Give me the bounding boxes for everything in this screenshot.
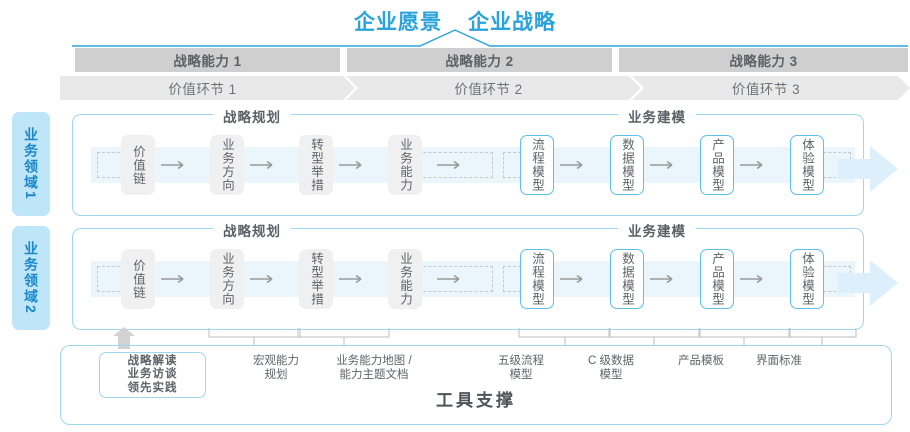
domain-row-2: 战略规划 业务建模 价值链 业务方向 转型举措 业务能力 流程模型 数据模型 产… <box>72 220 864 330</box>
arrow-icon <box>650 160 673 170</box>
arrow-icon <box>339 274 362 284</box>
arrow-icon <box>650 274 673 284</box>
node-planning-4[interactable]: 业务能力 <box>388 249 422 309</box>
node-planning-1[interactable]: 价值链 <box>121 135 155 195</box>
arrow-icon <box>560 160 583 170</box>
value-chain-bar-3: 价值环节 3 <box>632 76 910 100</box>
node-modeling-1[interactable]: 流程模型 <box>520 135 554 195</box>
segment-label-modeling-1: 业务建模 <box>618 106 696 125</box>
arrow-icon <box>161 160 184 170</box>
tool-chip-strategy[interactable]: 战略解读 业务访谈 领先实践 <box>99 352 206 398</box>
tool-support-panel: 工具支撑 战略解读 业务访谈 领先实践 宏观能力 规划 业务能力地图 / 能力主… <box>60 345 892 425</box>
tool-label-1: 宏观能力 规划 <box>253 355 299 381</box>
node-modeling-3[interactable]: 产品模型 <box>700 249 734 309</box>
node-planning-3[interactable]: 转型举措 <box>299 249 333 309</box>
peak-line-icon <box>72 29 908 47</box>
node-planning-1[interactable]: 价值链 <box>121 249 155 309</box>
arrow-icon <box>740 160 763 170</box>
segment-label-modeling-2: 业务建模 <box>618 220 696 239</box>
node-planning-3[interactable]: 转型举措 <box>299 135 333 195</box>
node-modeling-4[interactable]: 体验模型 <box>790 135 824 195</box>
domain-row-1: 战略规划 业务建模 价值链 业务方向 转型举措 业务能力 流程模型 数据模型 产… <box>72 106 864 216</box>
capability-bar-3: 战略能力 3 <box>619 48 908 72</box>
value-chain-row: 价值环节 1 价值环节 2 价值环节 3 <box>60 76 910 100</box>
arrow-icon <box>339 160 362 170</box>
brace-connectors <box>208 328 857 346</box>
domain-tag-2: 业务领域2 <box>12 226 50 330</box>
node-modeling-3[interactable]: 产品模型 <box>700 135 734 195</box>
domain-tag-1: 业务领域1 <box>12 112 50 216</box>
flow-arrow-right-1 <box>838 146 898 192</box>
capability-bar-1: 战略能力 1 <box>75 48 340 72</box>
tool-support-title: 工具支撑 <box>436 391 516 410</box>
tool-label-3: 五级流程 模型 <box>498 355 544 381</box>
arrow-icon <box>560 274 583 284</box>
diagram-title: 企业愿景 企业战略 <box>0 6 910 36</box>
tool-label-2: 业务能力地图 / 能力主题文档 <box>336 355 412 381</box>
segment-label-planning-1: 战略规划 <box>213 106 291 125</box>
arrow-icon <box>250 160 273 170</box>
capability-header-row: 战略能力 1 战略能力 2 战略能力 3 <box>75 48 908 72</box>
arrow-icon <box>437 160 460 170</box>
title-vision: 企业愿景 <box>354 11 442 34</box>
flow-arrow-right-2 <box>838 260 898 306</box>
value-chain-bar-1: 价值环节 1 <box>60 76 355 100</box>
node-planning-2[interactable]: 业务方向 <box>210 135 244 195</box>
node-modeling-2[interactable]: 数据模型 <box>610 249 644 309</box>
node-planning-2[interactable]: 业务方向 <box>210 249 244 309</box>
tool-label-4: C 级数据 模型 <box>588 355 634 381</box>
capability-bar-2: 战略能力 2 <box>347 48 612 72</box>
tool-label-6: 界面标准 <box>756 355 802 367</box>
tool-label-5: 产品模板 <box>678 355 724 367</box>
node-modeling-4[interactable]: 体验模型 <box>790 249 824 309</box>
upward-arrow-icon <box>113 327 135 349</box>
node-modeling-2[interactable]: 数据模型 <box>610 135 644 195</box>
arrow-icon <box>250 274 273 284</box>
arrow-icon <box>437 274 460 284</box>
node-planning-4[interactable]: 业务能力 <box>388 135 422 195</box>
node-modeling-1[interactable]: 流程模型 <box>520 249 554 309</box>
arrow-icon <box>161 274 184 284</box>
value-chain-bar-2: 价值环节 2 <box>346 76 641 100</box>
segment-label-planning-2: 战略规划 <box>213 220 291 239</box>
title-strategy: 企业战略 <box>468 11 556 34</box>
arrow-icon <box>740 274 763 284</box>
